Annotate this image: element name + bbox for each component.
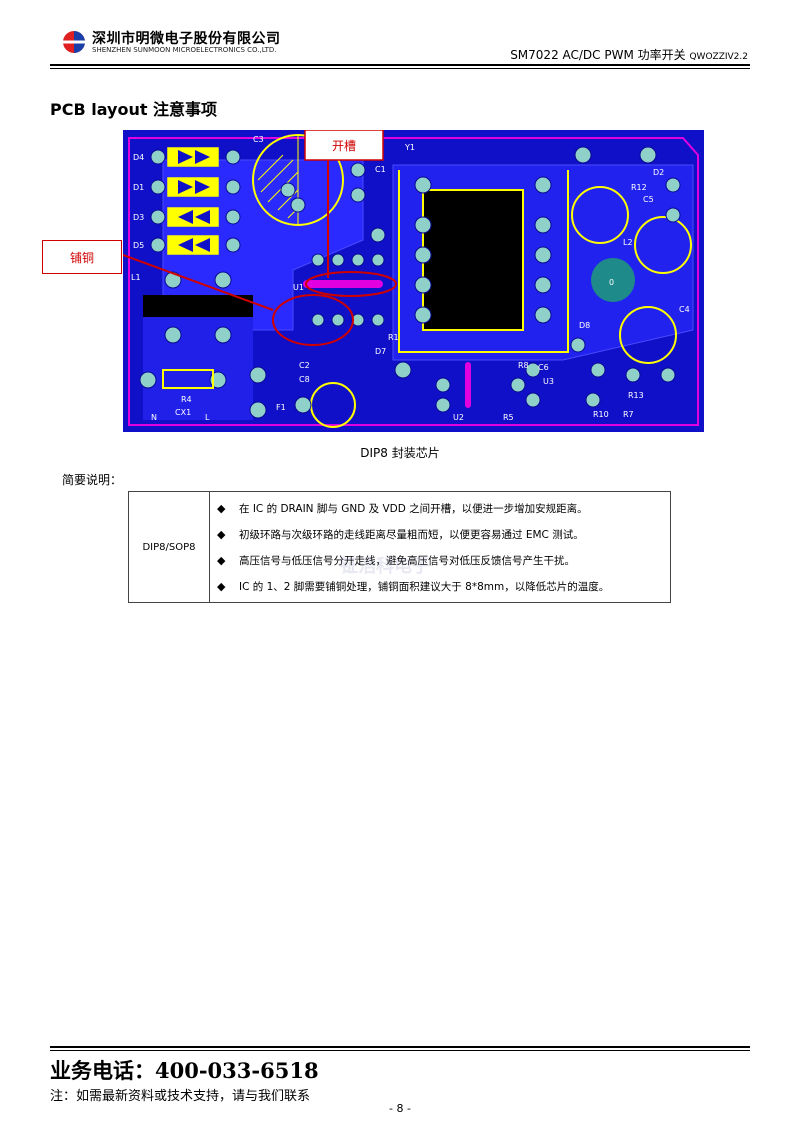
- svg-text:CX1: CX1: [175, 408, 191, 417]
- svg-text:R7: R7: [623, 410, 634, 419]
- svg-text:R1: R1: [388, 333, 399, 342]
- copper-highlight: [272, 294, 354, 346]
- section-title: PCB layout 注意事项: [50, 100, 218, 119]
- note-text: 在 IC 的 DRAIN 脚与 GND 及 VDD 之间开槽，以便进一步增加安规…: [239, 503, 588, 515]
- svg-text:U1: U1: [293, 283, 304, 292]
- svg-text:D1: D1: [133, 183, 144, 192]
- note-text: 初级环路与次级环路的走线距离尽量粗而短，以便更容易通过 EMC 测试。: [239, 529, 584, 541]
- svg-text:C8: C8: [299, 375, 310, 384]
- header-rule-thin: [50, 68, 750, 69]
- document-title-text: SM7022 AC/DC PWM 功率开关: [510, 48, 686, 62]
- svg-text:C5: C5: [643, 195, 654, 204]
- svg-text:U2: U2: [453, 413, 464, 422]
- footer-rule-thin: [50, 1050, 750, 1051]
- svg-text:D5: D5: [133, 241, 144, 250]
- slot-highlight: [305, 271, 397, 297]
- pcb-caption: DIP8 封装芯片: [360, 446, 440, 460]
- svg-text:C1: C1: [375, 165, 386, 174]
- notes-list: ◆ 在 IC 的 DRAIN 脚与 GND 及 VDD 之间开槽，以便进一步增加安…: [217, 500, 667, 604]
- svg-text:L2: L2: [623, 238, 633, 247]
- watermark: 钲浩科电子: [340, 556, 430, 577]
- svg-text:Y1: Y1: [404, 143, 415, 152]
- list-item: ◆ 初级环路与次级环路的走线距离尽量粗而短，以便更容易通过 EMC 测试。: [217, 526, 667, 552]
- list-item: ◆ 高压信号与低压信号分开走线，避免高压信号对低压反馈信号产生干扰。: [217, 552, 667, 578]
- footer-note: 注：如需最新资料或技术支持，请与我们联系: [50, 1089, 311, 1104]
- svg-text:D4: D4: [133, 153, 144, 162]
- svg-text:C6: C6: [538, 363, 549, 372]
- document-title: SM7022 AC/DC PWM 功率开关 QWOZZIV2.2: [510, 46, 748, 63]
- list-item: ◆ 在 IC 的 DRAIN 脚与 GND 及 VDD 之间开槽，以便进一步增加安…: [217, 500, 667, 526]
- callout-slot-label: 开槽: [332, 139, 356, 153]
- bullet-icon: ◆: [217, 528, 226, 541]
- notes-table: DIP8/SOP8 ◆ 在 IC 的 DRAIN 脚与 GND 及 VDD 之间开…: [128, 491, 671, 603]
- svg-text:F1: F1: [276, 403, 286, 412]
- package-cell: DIP8/SOP8: [129, 492, 210, 602]
- svg-text:U3: U3: [543, 377, 554, 386]
- document-version: QWOZZIV2.2: [689, 52, 748, 62]
- svg-text:L1: L1: [131, 273, 141, 282]
- description-label: 简要说明：: [62, 473, 123, 487]
- bullet-icon: ◆: [217, 580, 226, 593]
- svg-text:D3: D3: [133, 213, 144, 222]
- board-outline: [128, 137, 699, 426]
- company-name-cn: 深圳市明微电子股份有限公司: [92, 31, 281, 47]
- svg-text:R5: R5: [503, 413, 514, 422]
- svg-text:R4: R4: [181, 395, 192, 404]
- svg-text:C4: C4: [679, 305, 690, 314]
- package-label: DIP8/SOP8: [142, 541, 196, 553]
- svg-text:R13: R13: [628, 391, 644, 400]
- bullet-icon: ◆: [217, 554, 226, 567]
- callout-copper-label: 铺铜: [69, 250, 94, 265]
- svg-text:C2: C2: [299, 361, 310, 370]
- svg-text:D7: D7: [375, 347, 386, 356]
- svg-text:C3: C3: [253, 135, 264, 144]
- svg-text:R10: R10: [593, 410, 609, 419]
- footer-rule: [50, 1046, 750, 1048]
- page-number: - 8 -: [389, 1102, 411, 1115]
- company-name-en: SHENZHEN SUNMOON MICROELECTRONICS CO.,LT…: [92, 46, 277, 54]
- svg-text:D2: D2: [653, 168, 664, 177]
- svg-text:L: L: [205, 413, 210, 422]
- callout-copper-box: 铺铜: [42, 240, 122, 274]
- header-rule: [50, 64, 750, 66]
- bullet-icon: ◆: [217, 502, 226, 515]
- note-text: 高压信号与低压信号分开走线，避免高压信号对低压反馈信号产生干扰。: [239, 555, 575, 567]
- company-logo: [63, 31, 85, 53]
- note-text: IC 的 1、2 脚需要铺铜处理，铺铜面积建议大于 8*8mm，以降低芯片的温度…: [239, 581, 610, 593]
- svg-text:N: N: [151, 413, 157, 422]
- svg-text:D8: D8: [579, 321, 590, 330]
- svg-text:R8: R8: [518, 361, 529, 370]
- list-item: ◆ IC 的 1、2 脚需要铺铜处理，铺铜面积建议大于 8*8mm，以降低芯片的温…: [217, 578, 667, 604]
- svg-text:R12: R12: [631, 183, 647, 192]
- svg-text:0: 0: [609, 278, 614, 287]
- business-phone: 业务电话：400-033-6518: [50, 1058, 319, 1083]
